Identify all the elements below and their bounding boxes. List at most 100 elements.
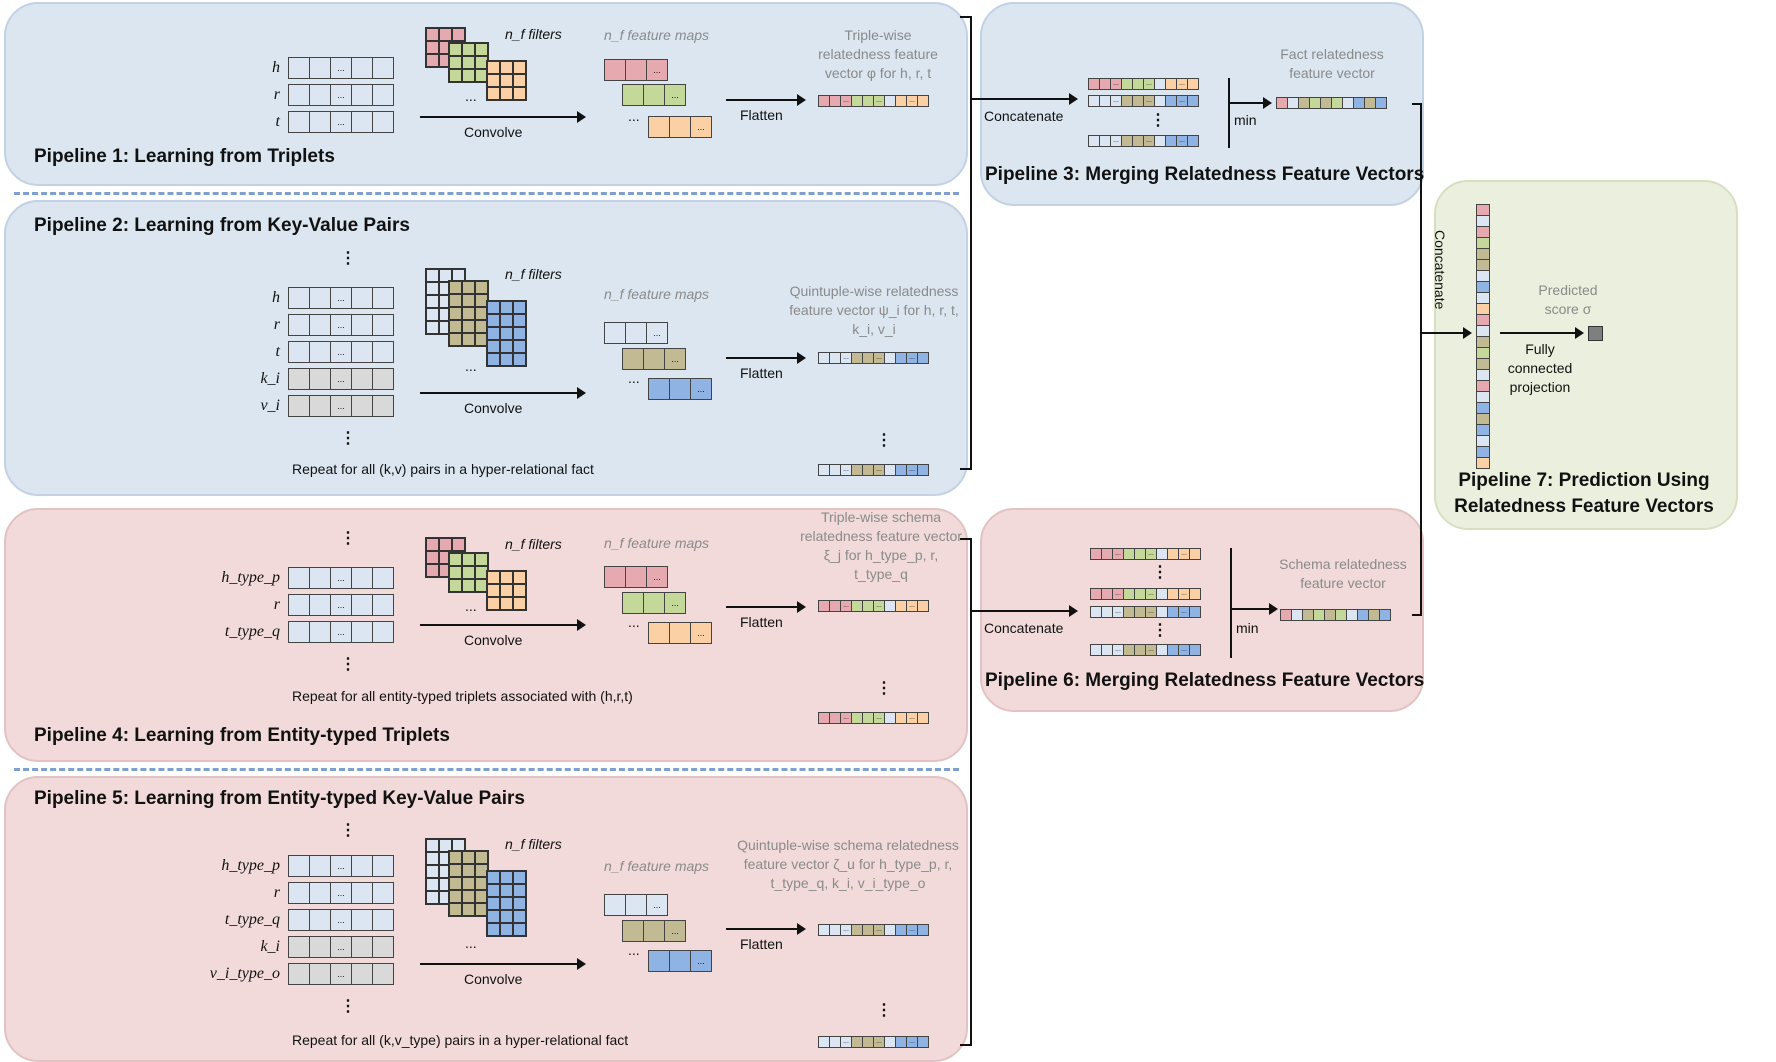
vector-cell xyxy=(917,924,929,936)
embedding-cell xyxy=(372,621,394,643)
ellipsis: ... xyxy=(465,935,477,951)
filter-cell xyxy=(449,294,462,307)
min-bracket xyxy=(1230,548,1232,658)
filter-cell xyxy=(487,910,500,923)
filter-cell xyxy=(462,307,475,320)
filter-cell xyxy=(462,43,475,56)
filter-cell xyxy=(462,579,475,592)
filter-cell xyxy=(513,327,526,340)
bracket-lower-tick xyxy=(960,1044,972,1046)
vector-cell xyxy=(1187,95,1199,107)
feature-maps-label: n_f feature maps xyxy=(604,858,710,874)
filter-cell xyxy=(449,877,462,890)
vdots: ⋮ xyxy=(340,250,356,267)
convolve-arrow xyxy=(420,111,586,123)
filter-cell xyxy=(452,28,465,41)
vdots: ⋮ xyxy=(1152,564,1168,581)
filter-cell xyxy=(513,340,526,353)
vector-cell xyxy=(917,95,929,107)
filter-cell xyxy=(449,320,462,333)
vector-label: k_i xyxy=(260,938,280,955)
embedding-cell xyxy=(372,341,394,363)
concatenate-arrow xyxy=(972,605,1078,617)
filters-label: n_f filters xyxy=(505,836,562,852)
embedding-cell xyxy=(309,84,331,106)
output-vector-label: Triple-wise schema relatedness feature v… xyxy=(800,509,962,582)
filter-cell xyxy=(500,871,513,884)
embedding-row: ... xyxy=(288,963,394,985)
filter-cell xyxy=(462,281,475,294)
vector-cell: ... xyxy=(664,920,686,942)
concatenate-label: Concatenate xyxy=(984,620,1064,636)
filter-cell xyxy=(449,566,462,579)
embedding-cell xyxy=(351,567,373,589)
stacked-feature-vector: ......... xyxy=(1090,606,1201,618)
min-bracket xyxy=(1228,78,1230,148)
embedding-cell xyxy=(309,57,331,79)
filter-cell xyxy=(426,891,439,904)
embedding-row: ... xyxy=(288,395,394,417)
vector-cell: ... xyxy=(690,378,712,400)
stacked-feature-vector: ......... xyxy=(1088,78,1199,90)
filter-cell xyxy=(487,897,500,910)
filter-cell xyxy=(487,871,500,884)
bracket-upper-tick xyxy=(960,16,972,18)
embedding-row: ... xyxy=(288,567,394,589)
vector-label: v_i_type_o xyxy=(209,965,280,982)
filter-block xyxy=(486,60,527,101)
embedding-cell xyxy=(372,567,394,589)
filter-cell xyxy=(500,571,513,584)
filter-cell xyxy=(439,839,452,852)
vector-cell: ... xyxy=(664,592,686,614)
stacked-feature-vector: ......... xyxy=(1088,135,1199,147)
filter-cell xyxy=(449,333,462,346)
embedding-cell xyxy=(372,882,394,904)
predicted-score-label: Predicted score σ xyxy=(1538,282,1598,317)
feature-map: ... xyxy=(604,894,668,916)
embedding-row: ... xyxy=(288,594,394,616)
vdots: ⋮ xyxy=(876,432,892,449)
filter-cell xyxy=(487,884,500,897)
filters-label: n_f filters xyxy=(505,536,562,552)
embedding-cell xyxy=(309,936,331,958)
flatten-label: Flatten xyxy=(740,936,783,952)
filter-cell xyxy=(487,87,500,100)
embedding-row: ... xyxy=(288,855,394,877)
embedding-cell xyxy=(372,314,394,336)
vector-cell xyxy=(917,352,929,364)
filter-cell xyxy=(500,910,513,923)
filter-cell xyxy=(500,597,513,610)
feature-map: ... xyxy=(622,920,686,942)
vector-cell: ... xyxy=(646,322,668,344)
filter-cell xyxy=(452,538,465,551)
projection-label: Fully connected projection xyxy=(1507,341,1573,395)
filter-cell xyxy=(475,553,488,566)
filter-cell xyxy=(439,28,452,41)
min-arrow xyxy=(1230,97,1272,109)
filter-cell xyxy=(462,294,475,307)
vector-cell: ... xyxy=(1110,135,1122,147)
filter-cell xyxy=(513,61,526,74)
filter-cell xyxy=(513,584,526,597)
vector-label: h_type_p xyxy=(221,857,280,874)
vector-cell xyxy=(643,84,665,106)
filter-block xyxy=(486,570,527,611)
ellipsis: ... xyxy=(628,614,640,630)
filter-cell xyxy=(439,269,452,282)
filter-cell xyxy=(500,61,513,74)
vdots: ⋮ xyxy=(876,1002,892,1019)
p3-out-line xyxy=(1412,103,1422,105)
output-vector-label: Quintuple-wise relatedness feature vecto… xyxy=(789,283,959,337)
embedding-row: ... xyxy=(288,909,394,931)
feature-map: ... xyxy=(648,950,712,972)
embedding-cell xyxy=(351,963,373,985)
embedding-cell: ... xyxy=(330,111,352,133)
filter-cell xyxy=(487,340,500,353)
filters-label: n_f filters xyxy=(505,266,562,282)
filter-cell xyxy=(500,327,513,340)
filter-cell xyxy=(426,839,439,852)
filter-cell xyxy=(500,923,513,936)
embedding-cell xyxy=(351,84,373,106)
vector-cell xyxy=(1375,97,1387,109)
vector-cell: ... xyxy=(1178,606,1190,618)
